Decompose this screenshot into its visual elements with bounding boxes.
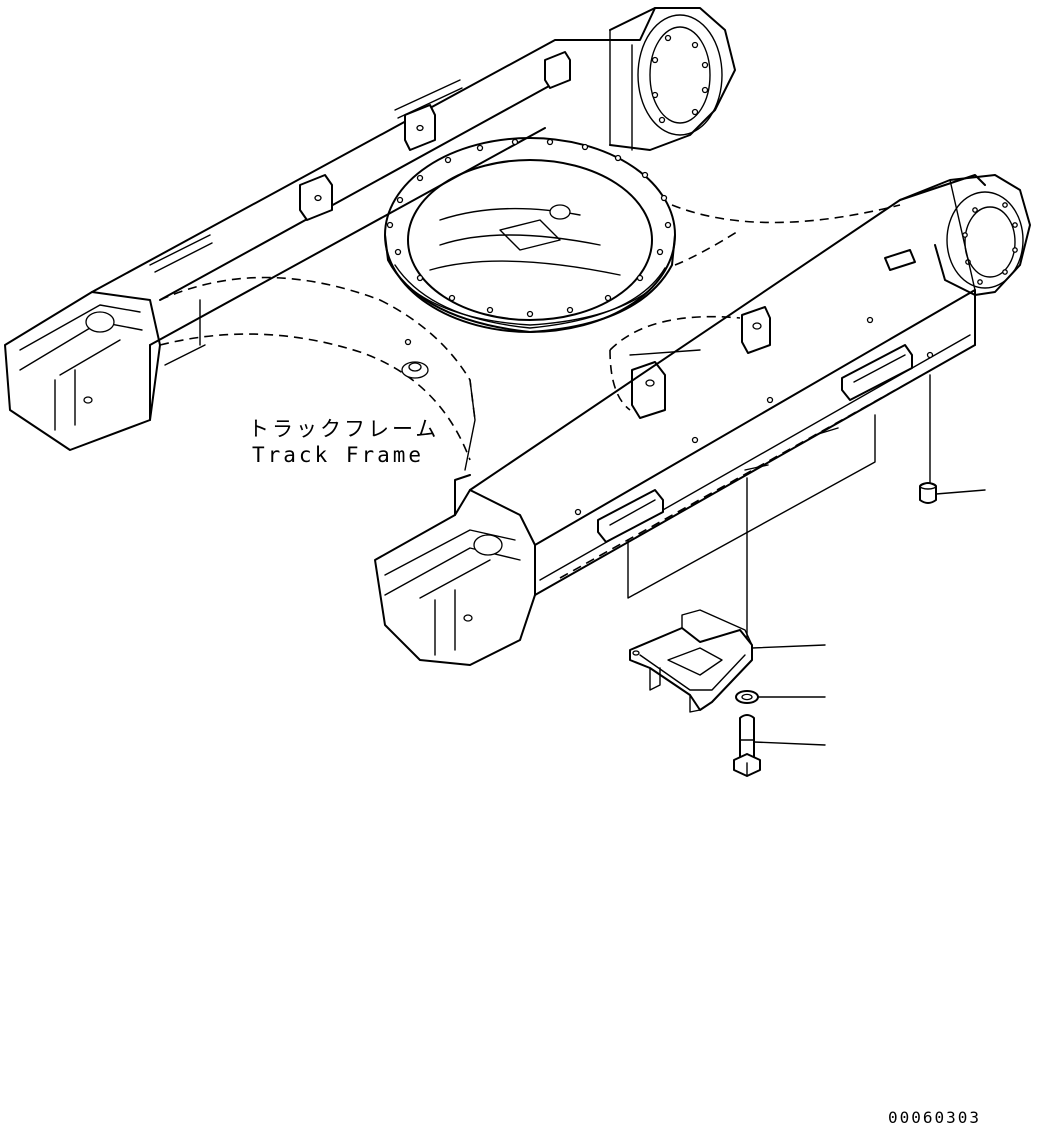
washer[interactable] xyxy=(735,690,826,704)
track-frame-label-en: Track Frame xyxy=(252,443,424,467)
front-side-frame xyxy=(469,174,986,596)
leader-lines xyxy=(627,374,931,649)
swing-circle-bolt-holes xyxy=(386,138,672,318)
center-cross-member xyxy=(159,204,901,471)
drawing-code: 00060303 xyxy=(888,1108,981,1127)
front-rail-idler-end xyxy=(374,474,536,666)
front-rail-sprocket-end xyxy=(899,174,1031,296)
track-frame xyxy=(4,7,1031,666)
swing-circle xyxy=(384,137,676,333)
track-frame-label: トラックフレーム Track Frame xyxy=(248,417,439,467)
back-side-frame xyxy=(4,7,656,451)
plug[interactable] xyxy=(919,482,986,504)
track-frame-label-jp: トラックフレーム xyxy=(248,417,439,441)
back-rail-sprocket-end xyxy=(609,7,736,151)
rock-guard-bracket[interactable] xyxy=(629,609,826,713)
bolt[interactable] xyxy=(733,714,826,777)
